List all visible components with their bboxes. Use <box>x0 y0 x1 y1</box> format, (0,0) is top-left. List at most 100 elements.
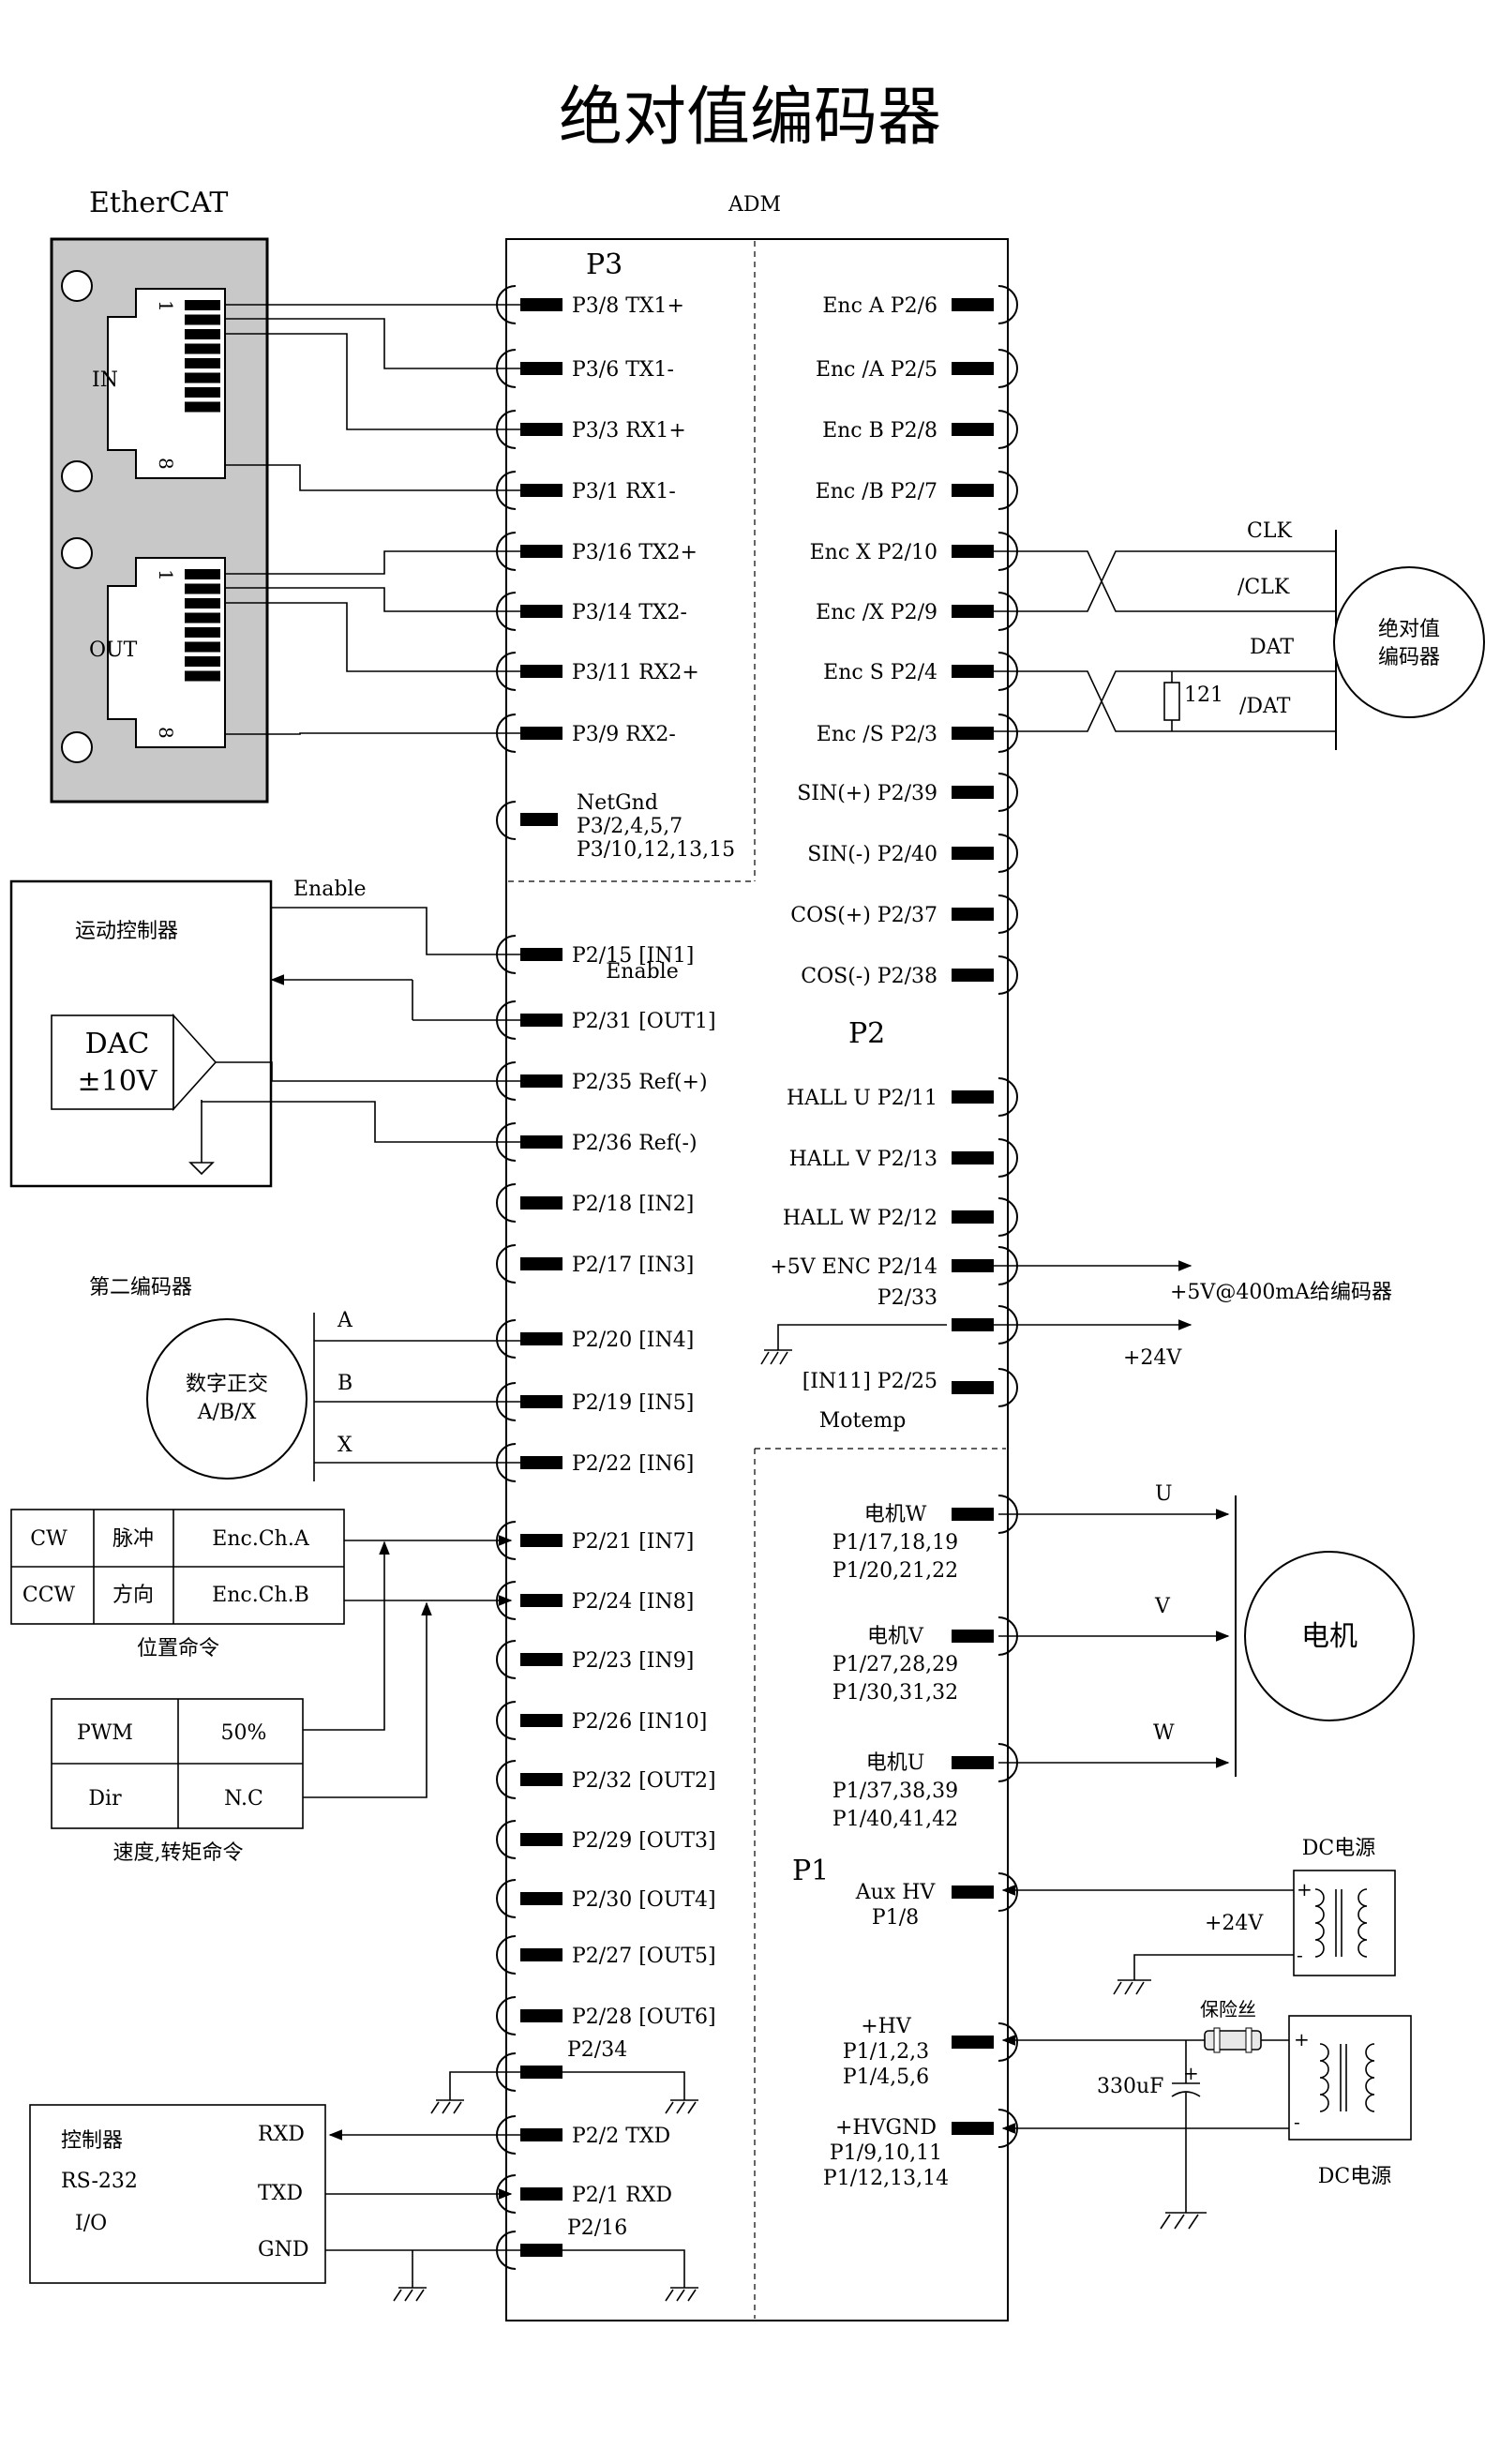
p2-34-ground <box>430 2071 698 2114</box>
connector-pin-left: P2/23 [IN9] <box>496 1640 694 1679</box>
rj45-pin <box>185 387 220 398</box>
ethercat-label: EtherCAT <box>89 187 228 219</box>
mount-hole <box>61 460 93 492</box>
connector-pin-left: P3/14 TX2- <box>496 592 687 631</box>
pin-label: SIN(-) P2/40 <box>807 843 938 866</box>
connector-pin-left: P2/34 <box>496 2038 627 2092</box>
hvgnd-pins-a: P1/9,10,11 <box>830 2141 942 2165</box>
adm-label: ADM <box>728 193 781 217</box>
phase-w-label: W <box>1153 1721 1175 1745</box>
pin-motor-w <box>952 1508 994 1521</box>
connector-pin-right: HALL U P2/11 <box>787 1077 1018 1117</box>
dc-minus: - <box>1294 2111 1300 2133</box>
signal-ndat: /DAT <box>1239 695 1291 718</box>
pin-label: Enc /X P2/9 <box>816 601 938 624</box>
supply-24v-label: +24V <box>1123 1346 1182 1370</box>
second-encoder-signals: A/B/X <box>197 1401 257 1424</box>
netgnd-label: NetGnd <box>577 791 658 815</box>
ethercat-module: EtherCAT IN 1 8 OUT 1 8 <box>50 187 269 804</box>
rj45-pin <box>185 300 220 310</box>
pin-label: HALL W P2/12 <box>783 1207 938 1230</box>
connector-pin-left: P2/24 [IN8] <box>496 1581 694 1620</box>
connector-pin-left: P2/22 [IN6] <box>496 1443 694 1482</box>
netgnd-pins-a: P3/2,4,5,7 <box>577 815 682 838</box>
section-p3-label: P3 <box>586 248 622 281</box>
pin-label: Enc B P2/8 <box>822 419 938 443</box>
connector-pin-left: P2/20 [IN4] <box>496 1319 694 1359</box>
connector-pin-left: P2/29 [OUT3] <box>496 1820 716 1859</box>
connector-pin-left: P3/11 RX2+ <box>496 652 699 691</box>
hvgnd-pins-b: P1/12,13,14 <box>823 2167 949 2190</box>
dc-minus: - <box>1297 1944 1303 1966</box>
pin-hv <box>952 2036 994 2049</box>
pin-label: SIN(+) P2/39 <box>797 782 938 805</box>
fuse-icon <box>1204 2030 1262 2051</box>
signal-clk: CLK <box>1247 519 1292 543</box>
motor-v-pins-a: P1/27,28,29 <box>832 1653 958 1676</box>
pin-label: Enc S P2/4 <box>823 661 938 684</box>
command-wiring <box>303 1535 513 1798</box>
encoder-name-1: 绝对值 <box>1378 618 1440 641</box>
connector-pin-right: HALL V P2/13 <box>789 1138 1018 1178</box>
connector-pin-left: P3/3 RX1+ <box>496 410 686 449</box>
rj45-pin <box>185 401 220 413</box>
aux-hv-name: Aux HV <box>855 1881 937 1904</box>
dac-label: DAC <box>85 1028 150 1060</box>
pin-hvgnd <box>952 2122 994 2135</box>
pin-label: P2/26 [IN10] <box>572 1710 707 1734</box>
pin-motor-v <box>952 1630 994 1643</box>
connector-pin-left: P2/35 Ref(+) <box>496 1061 708 1101</box>
dc-supply-aux-label: DC电源 <box>1302 1837 1375 1860</box>
motemp-label: Motemp <box>819 1409 907 1433</box>
connector-pin-left: P2/27 [OUT5] <box>496 1935 716 1975</box>
rs232-io: I/O <box>75 2212 107 2235</box>
position-command-table: CW 脉冲 Enc.Ch.A CCW 方向 Enc.Ch.B 位置命令 <box>10 1509 345 1660</box>
pin-label: P3/14 TX2- <box>572 601 687 624</box>
pin-label: P3/3 RX1+ <box>572 419 686 443</box>
pin-label: P2/1 RXD <box>572 2184 672 2207</box>
adm-drive: ADM P3 P2 P1 P3/8 TX1+P3/6 TX1-P3/3 RX1+… <box>496 193 1018 2321</box>
pin-label: P3/8 TX1+ <box>572 294 684 318</box>
motor-u-name: 电机U <box>866 1751 925 1775</box>
connector-pin-right: Enc /S P2/3 <box>817 714 1018 753</box>
rj45-pin <box>185 612 220 624</box>
pin-label: P3/16 TX2+ <box>572 541 698 564</box>
diagram-title: 绝对值编码器 <box>559 81 941 155</box>
rj45-pin <box>185 627 220 638</box>
table-cell: Dir <box>88 1787 122 1810</box>
connector-pin-right: COS(-) P2/38 <box>801 955 1018 995</box>
connector-pin-right: +5V ENC P2/14 <box>770 1246 1018 1285</box>
connector-pin-right: Enc B P2/8 <box>822 410 1018 449</box>
pin-label: P3/9 RX2- <box>572 723 676 746</box>
connector-pin-left: P3/8 TX1+ <box>496 285 684 324</box>
table-cell: 50% <box>221 1721 267 1745</box>
connector-pin-right: SIN(+) P2/39 <box>797 773 1018 812</box>
motor: U V W 电机 <box>998 1482 1415 1777</box>
pin-label: P2/28 [OUT6] <box>572 2006 716 2029</box>
table-cell: PWM <box>77 1721 133 1745</box>
fuse-label: 保险丝 <box>1200 1998 1256 2021</box>
rj45-pin <box>185 656 220 667</box>
pin-label: P2/20 [IN4] <box>572 1329 694 1352</box>
pin-8-marker: 8 <box>155 458 177 470</box>
rj45-pin <box>185 598 220 608</box>
connector-pin-left: P2/15 [IN1] <box>496 935 694 974</box>
pin-label: Enc /A P2/5 <box>816 358 938 382</box>
netgnd-pins-b: P3/10,12,13,15 <box>577 838 735 862</box>
second-encoder-type: 数字正交 <box>186 1373 268 1396</box>
connector-pin-left: P2/16 <box>496 2216 627 2270</box>
dc-supply-hv: + - 保险丝 + 330uF DC电源 <box>1001 1998 1412 2230</box>
rj45-out-label: OUT <box>89 639 138 662</box>
pin-label: P2/36 Ref(-) <box>572 1132 698 1155</box>
cap-plus: + <box>1183 2062 1199 2084</box>
pin-label: P2/35 Ref(+) <box>572 1071 708 1094</box>
rj45-in-label: IN <box>92 368 118 392</box>
rs232-rxd: RXD <box>258 2123 305 2146</box>
connector-pin-right: Enc X P2/10 <box>810 532 1018 571</box>
connector-pin-right: Enc /A P2/5 <box>816 349 1018 388</box>
second-encoder: 第二编码器 数字正交 A/B/X A B X <box>89 1276 520 1481</box>
phase-u-label: U <box>1155 1482 1173 1506</box>
section-p1-label: P1 <box>792 1855 829 1887</box>
pin-label: P2/19 [IN5] <box>572 1391 694 1415</box>
